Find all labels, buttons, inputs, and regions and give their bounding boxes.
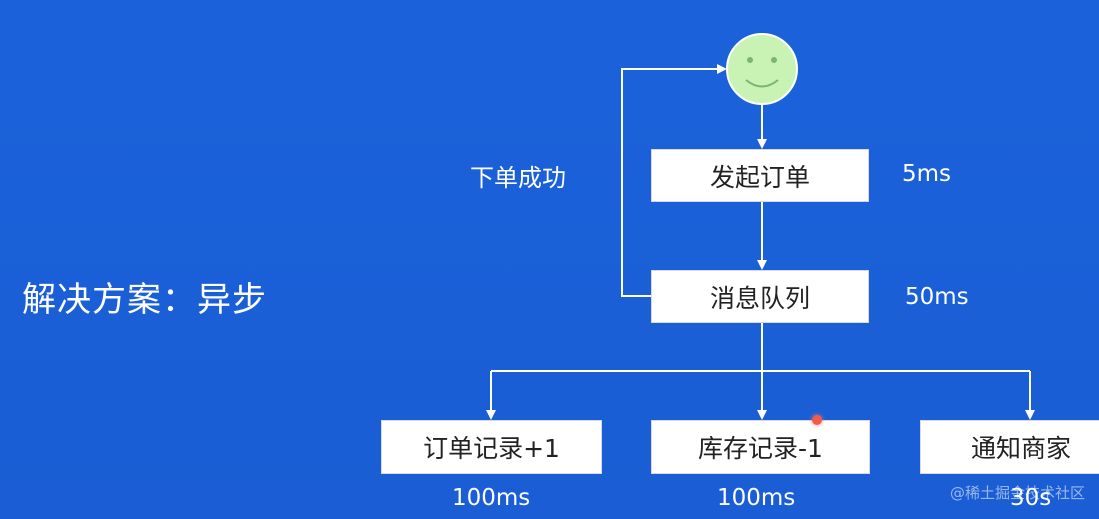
slide-title: 解决方案：异步 xyxy=(22,280,267,320)
node-notify-merchant-label: 通知商家 xyxy=(971,434,1072,463)
watermark: @稀土掘金技术社区 xyxy=(949,484,1085,502)
node-order-record-label: 订单记录+1 xyxy=(423,434,560,463)
node-order-label: 发起订单 xyxy=(709,162,810,192)
node-stock-record-label: 库存记录-1 xyxy=(698,434,823,463)
node-message-queue: 消息队列 xyxy=(651,270,869,323)
node-message-queue-label: 消息队列 xyxy=(709,283,810,313)
node-order-record-time: 100ms xyxy=(452,485,531,511)
cursor-dot-icon xyxy=(812,415,822,425)
node-notify-merchant: 通知商家 xyxy=(920,420,1099,474)
return-label: 下单成功 xyxy=(470,164,566,192)
node-order: 发起订单 xyxy=(651,149,869,202)
arrow-mq-return-to-user xyxy=(621,64,727,297)
node-order-time: 5ms xyxy=(902,161,952,187)
node-message-queue-time: 50ms xyxy=(905,284,969,310)
node-notify-merchant-time: 30s xyxy=(1010,485,1052,511)
node-order-record: 订单记录+1 xyxy=(381,420,602,474)
node-stock-record: 库存记录-1 xyxy=(651,420,870,474)
smiley-face-icon xyxy=(726,33,798,105)
node-stock-record-time: 100ms xyxy=(717,485,796,511)
